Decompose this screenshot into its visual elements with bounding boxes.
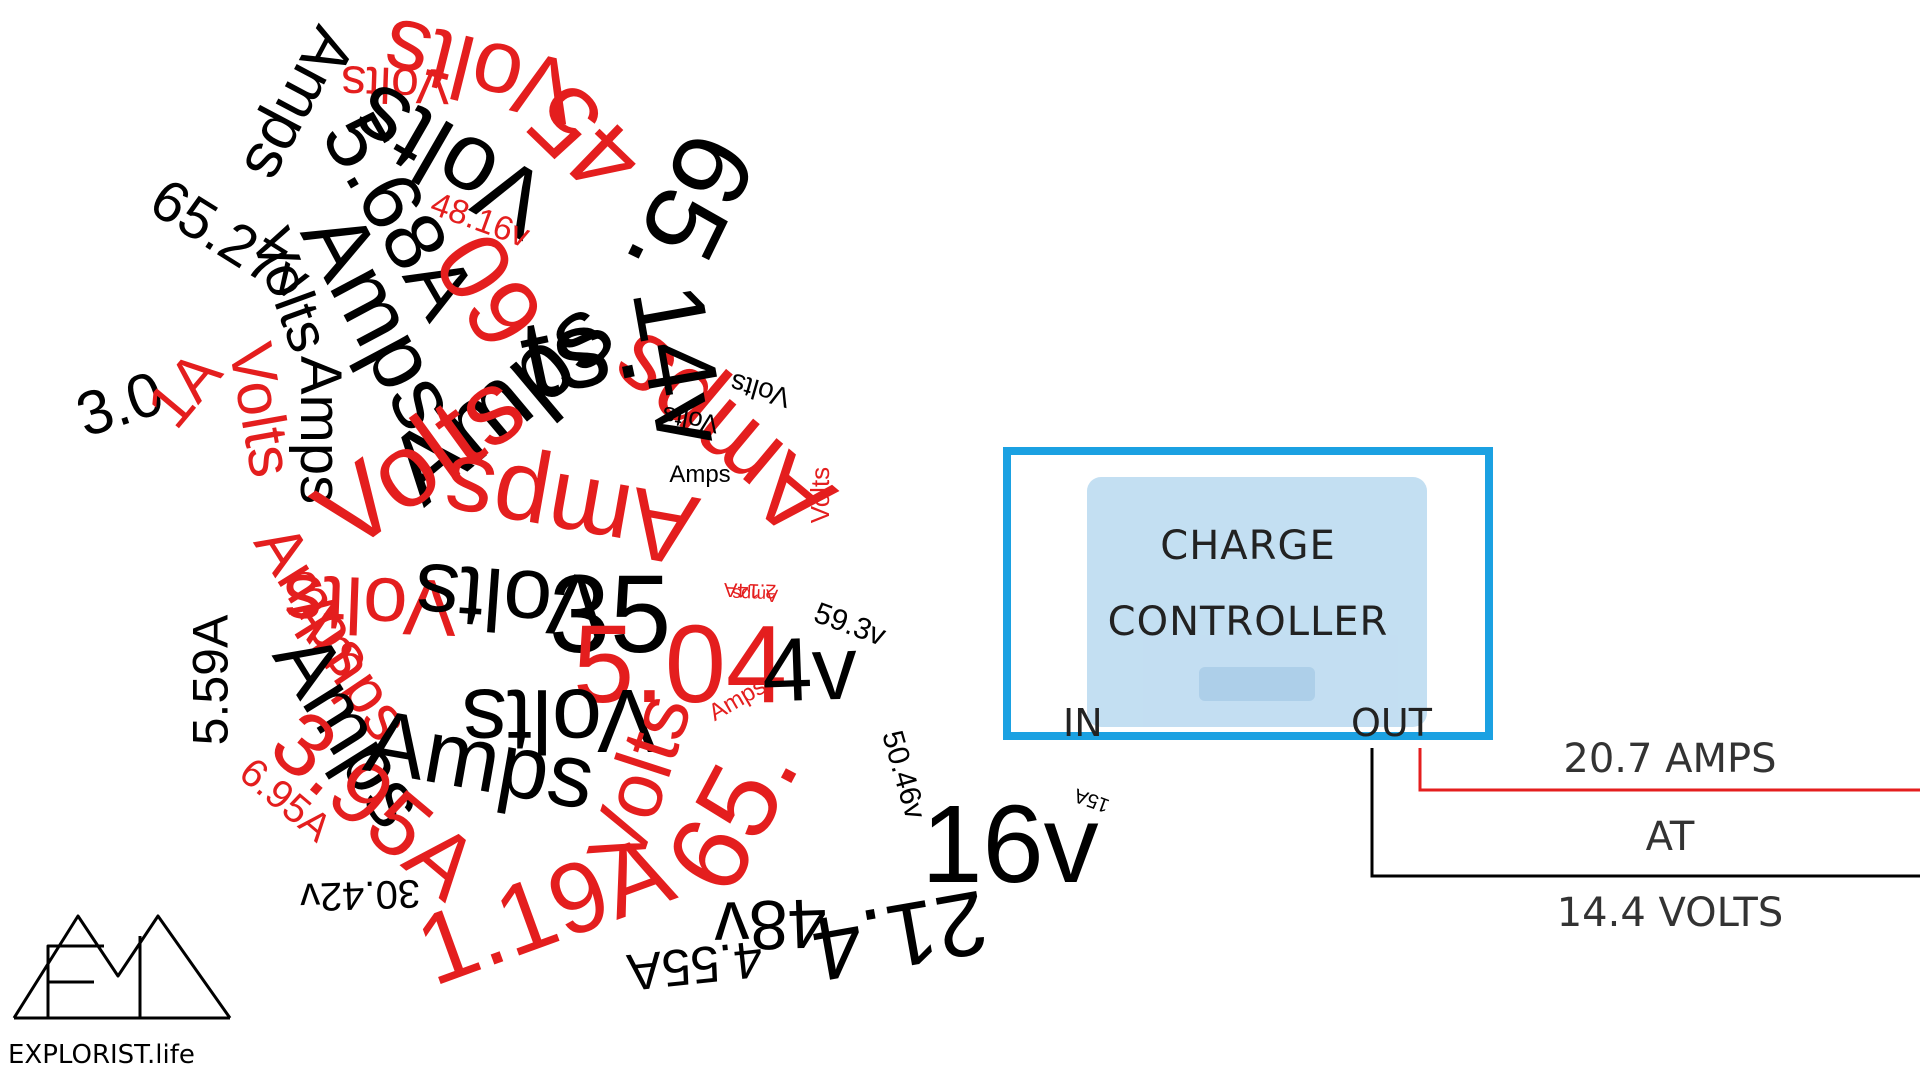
cloud-word: Amps [669, 461, 731, 488]
cloud-word: Amps [731, 584, 779, 606]
output-amps-label: 20.7 AMPS [1563, 736, 1777, 782]
output-at-label: AT [1645, 814, 1695, 860]
cloud-word: 5.04 [572, 603, 788, 726]
cloud-word: 21.4 [805, 870, 995, 1000]
logo-text: EXPLORIST.life [8, 1040, 195, 1070]
input-port-label: IN [1063, 701, 1103, 745]
output-volts-label: 14.4 VOLTS [1556, 890, 1784, 936]
charge-controller-label-line1: CHARGE [1160, 523, 1336, 569]
cloud-word: 35 [548, 553, 672, 676]
cloud-word: 5.59A [181, 614, 238, 746]
cloud-word: 30.42v [299, 870, 421, 920]
charge-controller-terminal-slot [1199, 667, 1315, 701]
output-port-label: OUT [1351, 701, 1432, 745]
cloud-word: Volts [805, 466, 835, 524]
cloud-word: 4.55A [624, 929, 766, 1001]
explorist-logo-icon [12, 914, 232, 1020]
charge-controller-box: CHARGE CONTROLLER IN OUT [1003, 447, 1493, 745]
charge-controller-device-image [1087, 477, 1427, 727]
charge-controller-label-line2: CONTROLLER [1107, 599, 1389, 645]
cloud-word: 16v [921, 783, 1099, 906]
